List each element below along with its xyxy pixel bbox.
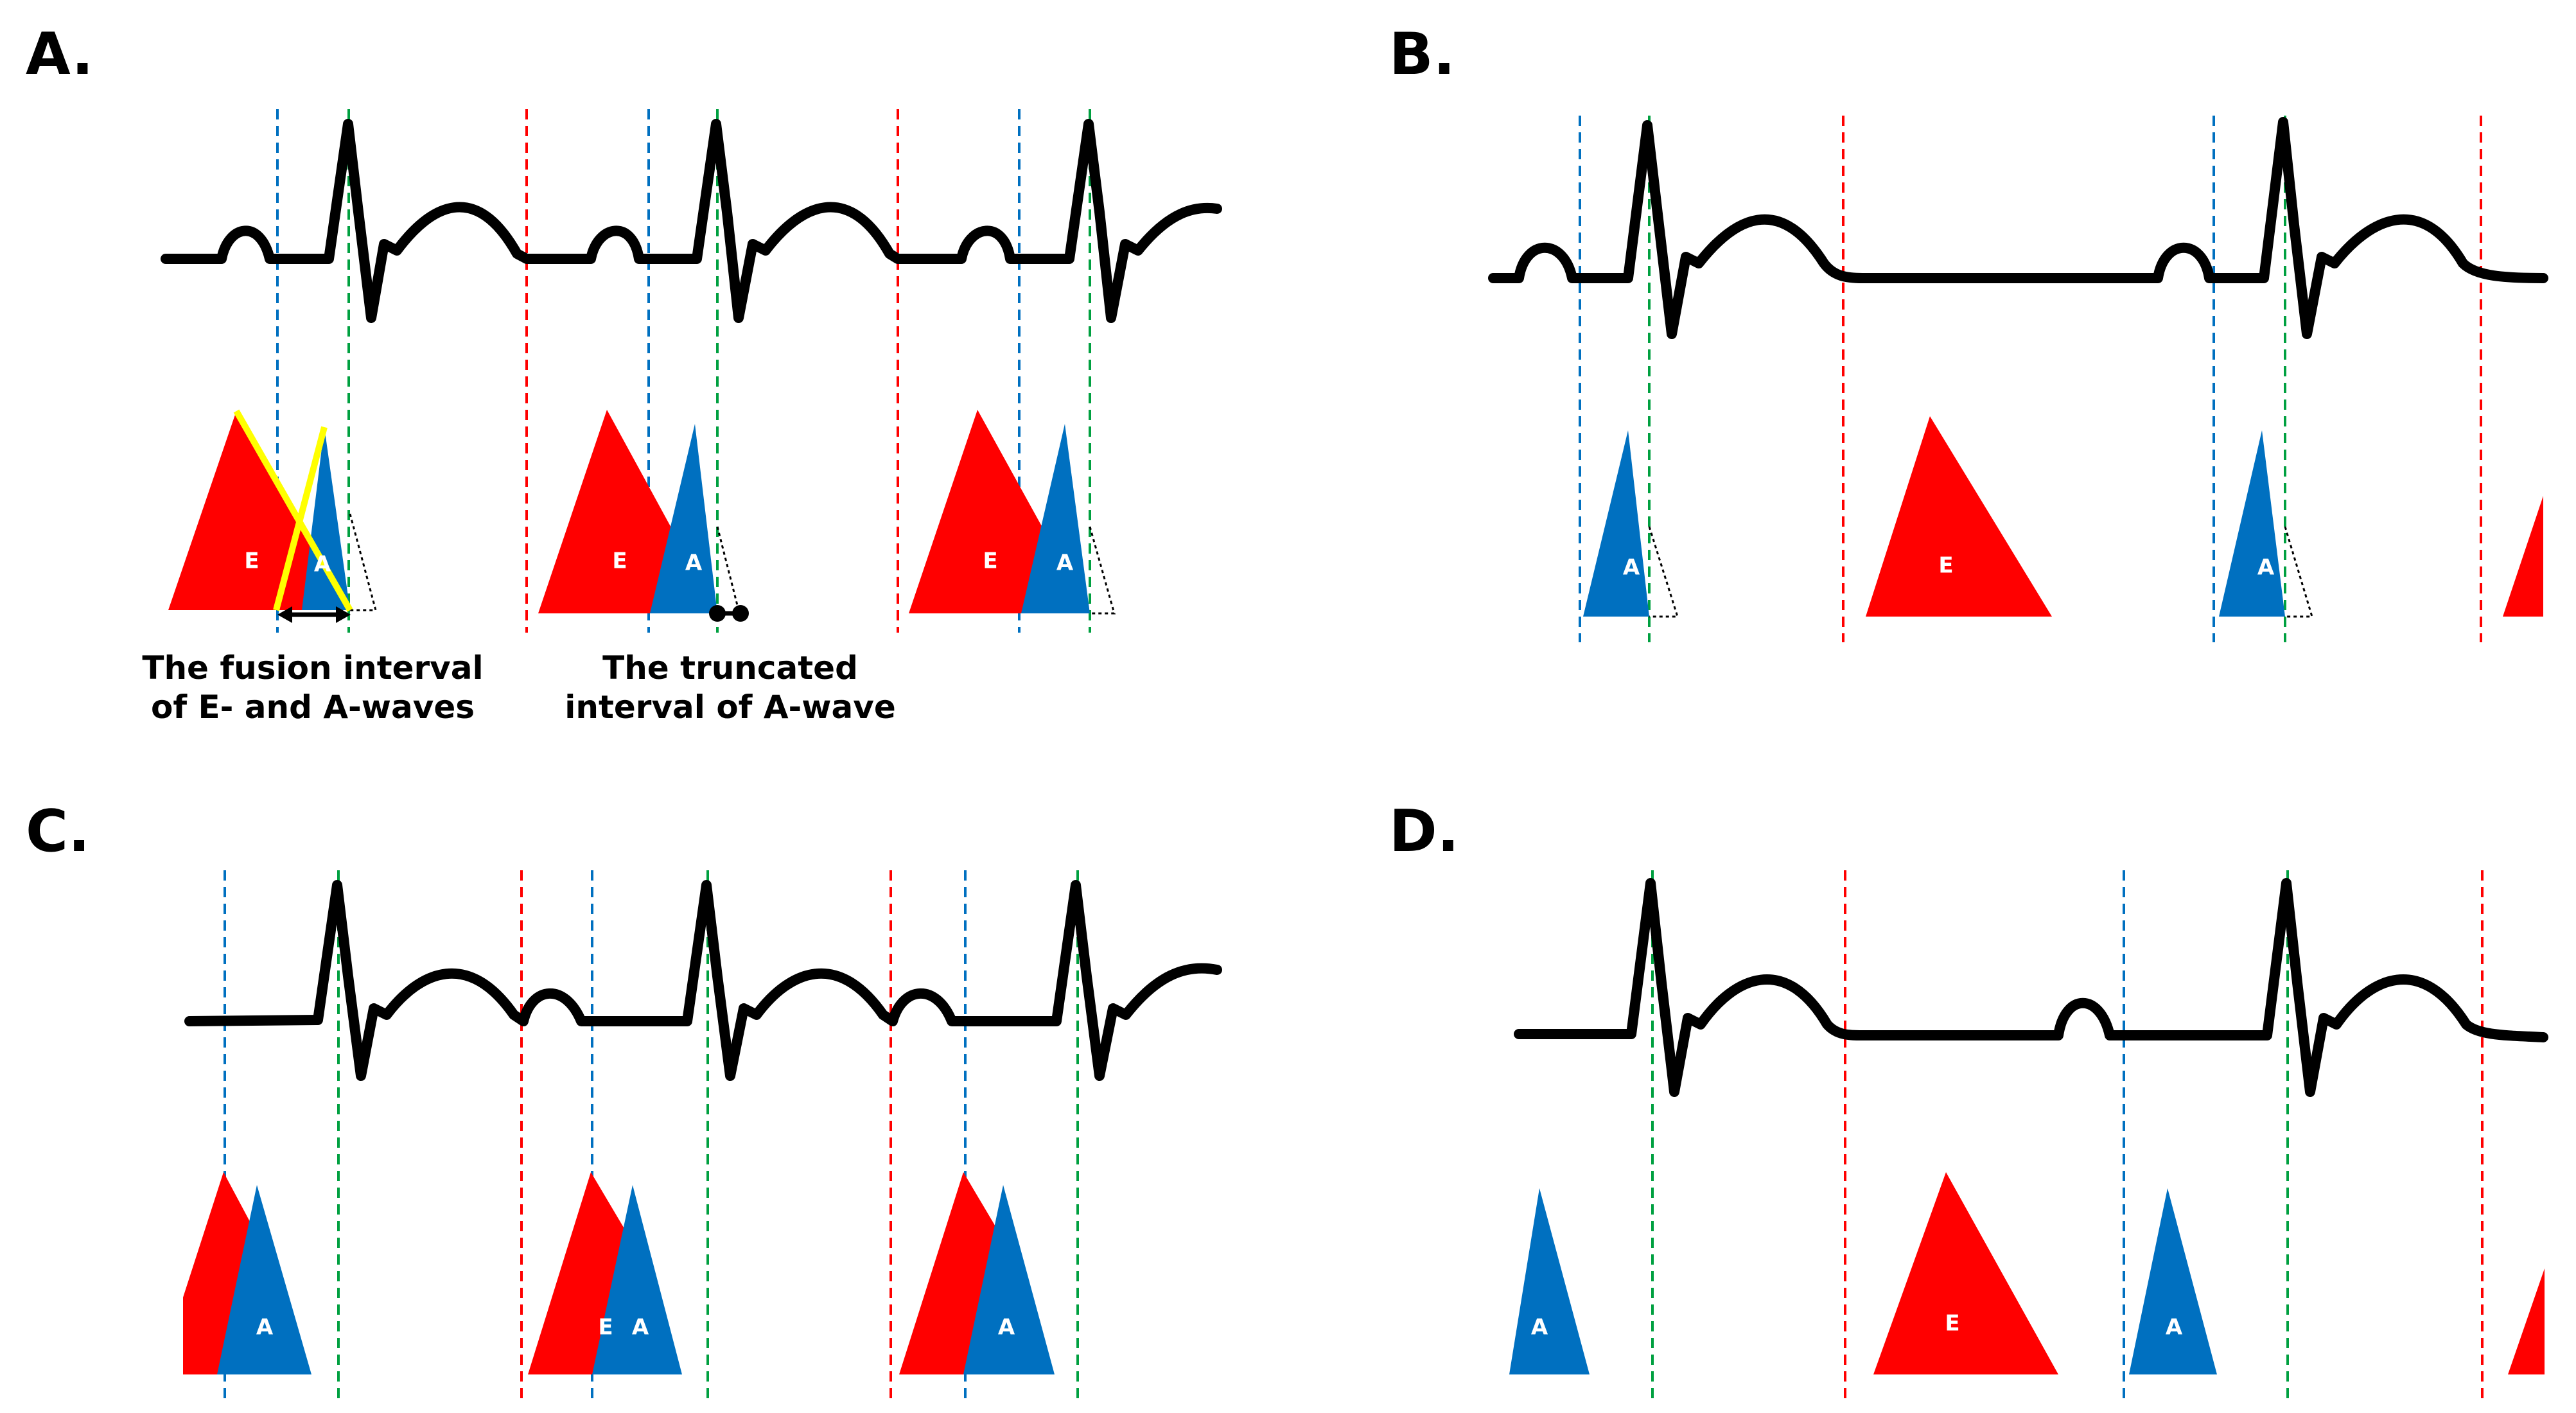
a-wave-label: A (1056, 550, 1074, 576)
e-wave (168, 411, 350, 610)
e-wave-label: E (1938, 553, 1953, 579)
cycle-3-waves: A (899, 1172, 1055, 1374)
cycle-1-waves: A E (1583, 416, 2052, 618)
dumbbell-marker-icon (709, 605, 749, 622)
a-wave-dotted-extension (2284, 526, 2314, 618)
panel-d-label: D. (1389, 798, 1459, 865)
a-wave-dotted-extension (1089, 526, 1116, 615)
fusion-caption-line1: The fusion interval (142, 649, 483, 687)
a-wave (2129, 1188, 2217, 1374)
panel-c-label: C. (26, 798, 90, 865)
ecg-trace (161, 119, 1222, 323)
cycle-2-waves: E A (538, 410, 749, 622)
panel-b: B. A E A (1389, 21, 2548, 642)
a-wave (1509, 1188, 1590, 1374)
panel-d-timing-lines (1651, 870, 2484, 1403)
e-wave (1873, 1172, 2058, 1374)
panel-b-label: B. (1389, 21, 1455, 88)
cycle-1-waves: A (183, 1172, 311, 1374)
e-wave-downslope-outline (233, 409, 353, 612)
e-wave (2508, 1268, 2545, 1374)
a-wave (1021, 424, 1090, 613)
panel-b-timing-lines (1579, 116, 2482, 642)
panel-c: C. A E A A (26, 798, 1222, 1403)
a-wave-label: A (2166, 1315, 2183, 1340)
e-wave-label: E (1945, 1311, 1959, 1337)
ecg-trace (1488, 117, 2548, 339)
a-wave-dotted-extension (349, 513, 377, 611)
truncated-caption-line2: interval of A-wave (565, 689, 895, 726)
cycle-2-waves: A (2129, 1188, 2545, 1374)
e-wave-label: E (244, 549, 259, 574)
a-wave (650, 424, 717, 613)
cycle-1-waves: E A (168, 409, 377, 623)
a-wave (302, 427, 350, 610)
fusion-caption-line2: of E- and A-waves (151, 689, 475, 726)
panel-c-timing-lines (223, 870, 1079, 1403)
a-wave-dotted-extension (716, 526, 740, 611)
a-wave-upslope-outline (273, 426, 328, 611)
cycle-1-waves: A E (1509, 1172, 2058, 1374)
panel-d: D. A E A (1389, 798, 2548, 1403)
e-wave-label: E (598, 1315, 613, 1340)
a-wave-label: A (1531, 1315, 1548, 1340)
a-wave-label: A (998, 1315, 1015, 1340)
panel-a-label: A. (26, 21, 94, 88)
a-wave (963, 1185, 1055, 1374)
ecg-trace (1514, 878, 2548, 1097)
a-wave-label: A (2257, 555, 2275, 581)
a-wave (1583, 430, 1649, 617)
ecg-trace (184, 880, 1222, 1081)
truncated-caption-line1: The truncated (602, 649, 858, 687)
e-wave-label: E (983, 549, 997, 574)
a-wave (217, 1185, 311, 1374)
e-wave (2503, 496, 2543, 617)
a-wave-label: A (256, 1315, 274, 1340)
e-wave-label: E (612, 549, 627, 574)
a-wave-label: A (314, 552, 331, 577)
cycle-2-waves: A (2219, 430, 2543, 618)
a-wave-label: A (1623, 555, 1640, 581)
e-wave (1866, 416, 2052, 617)
a-wave (592, 1185, 682, 1374)
a-wave-dotted-extension (1648, 526, 1679, 618)
cycle-2-waves: E A (528, 1172, 682, 1374)
double-arrow-icon (277, 606, 351, 623)
a-wave-label: A (685, 550, 703, 576)
a-wave (2219, 430, 2285, 617)
cycle-3-waves: E A (909, 410, 1116, 615)
panel-a: A. E A (26, 21, 1222, 726)
a-wave-label: A (632, 1315, 649, 1340)
